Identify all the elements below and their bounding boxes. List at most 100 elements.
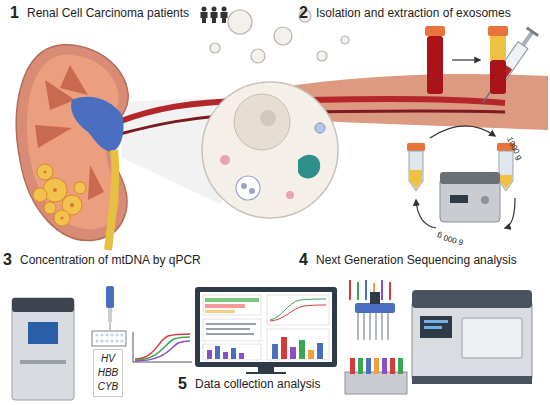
chart-panel	[281, 337, 287, 359]
syringe	[477, 26, 539, 106]
tumor	[74, 182, 86, 194]
chart-panel	[272, 344, 278, 359]
falcon-tube	[500, 175, 512, 189]
chart-panel	[270, 305, 326, 321]
blood-tube	[490, 60, 506, 94]
falcon-tube	[407, 143, 425, 151]
syringe	[521, 31, 533, 46]
sequencer	[424, 320, 448, 323]
step-title: Concentration of mtDNA by qPCR	[20, 254, 201, 267]
monitor	[195, 287, 337, 374]
chart-panel	[223, 352, 228, 359]
sequencer	[424, 326, 442, 329]
tumor	[54, 210, 70, 226]
sequencer	[462, 318, 522, 358]
exosome	[210, 43, 220, 53]
step-number: 5	[178, 375, 187, 393]
falcon-tube	[409, 151, 423, 191]
patient-icon	[201, 12, 208, 23]
pcr-plate	[95, 333, 98, 336]
cycle-arrow	[505, 198, 515, 228]
chart-panel	[206, 333, 254, 335]
cell	[241, 183, 247, 189]
syringe	[526, 26, 539, 36]
tube-rack	[345, 358, 407, 394]
pipette	[108, 308, 112, 322]
pcr-plate	[100, 339, 103, 342]
gene-name: HV	[101, 352, 115, 366]
speed-label: 6 000 g	[436, 230, 464, 246]
cell	[260, 110, 276, 126]
pcr-plate	[110, 339, 113, 342]
exosome	[317, 51, 327, 61]
exosome	[341, 36, 349, 44]
qpcr-machine	[20, 360, 66, 364]
dna-strand	[349, 280, 351, 300]
centrifuge	[450, 195, 468, 203]
centrifuge	[440, 172, 500, 184]
step-title: Renal Cell Carcinoma patients	[27, 7, 189, 20]
tube-rack	[382, 358, 387, 374]
falcon-tube	[499, 151, 513, 191]
pcr-plate	[92, 331, 126, 346]
patient-icon	[222, 7, 227, 12]
blood-tube	[427, 36, 443, 94]
kidney	[60, 65, 88, 95]
dna-strand	[381, 280, 383, 300]
tube-rack	[390, 358, 395, 374]
step-number: 1	[10, 4, 19, 22]
tumor-spot	[61, 217, 64, 220]
amplification-plot	[135, 341, 190, 361]
tube-rack	[374, 358, 379, 374]
pcr-plate	[120, 333, 123, 336]
blood-tube	[488, 26, 508, 36]
chart-panel	[203, 319, 261, 341]
vesicle	[315, 123, 325, 133]
centrifuge	[481, 196, 489, 204]
dna-strand	[389, 282, 391, 300]
chart-panel	[206, 328, 250, 330]
chart-panel	[267, 295, 329, 325]
multichannel-pipette	[387, 313, 389, 340]
tube-rack	[366, 358, 371, 374]
patient-icon	[201, 7, 228, 24]
multichannel-pipette	[381, 313, 383, 340]
dna-strand	[365, 280, 367, 300]
qpcr-machine	[12, 298, 74, 312]
pcr-plate	[95, 339, 98, 342]
chart-panel	[317, 343, 323, 359]
organelle	[298, 155, 320, 179]
pcr-plate	[115, 339, 118, 342]
renal-pelvis	[71, 97, 123, 152]
step-number: 3	[3, 251, 12, 269]
chart-panel	[203, 295, 261, 315]
gene-name: CYB	[98, 380, 119, 394]
kidney	[16, 45, 128, 250]
multivesicular-body	[236, 176, 260, 200]
chart-panel	[203, 344, 261, 360]
cell	[202, 82, 338, 218]
tumor	[33, 164, 86, 226]
chart-panel	[205, 304, 245, 308]
blood-tube	[425, 26, 508, 94]
multichannel-pipette	[375, 313, 377, 340]
cycle-arrow	[430, 126, 495, 138]
chart-panel	[205, 310, 235, 313]
monitor	[200, 292, 332, 362]
patient-icon	[212, 7, 217, 12]
patient-icon	[202, 7, 207, 12]
pcr-plate	[105, 339, 108, 342]
label-card: HVHBBCYB	[93, 349, 123, 397]
centrifuge	[440, 178, 500, 222]
pipette	[106, 286, 114, 308]
tumor	[44, 202, 56, 214]
chart-panel	[231, 348, 236, 359]
step-title: Next Generation Sequencing analysis	[316, 254, 517, 267]
sequencer	[412, 376, 532, 384]
chart-panel	[205, 298, 259, 302]
centrifuge	[440, 172, 500, 222]
vesicle	[286, 191, 294, 199]
chart-panel	[207, 350, 212, 359]
exosome	[274, 27, 292, 45]
